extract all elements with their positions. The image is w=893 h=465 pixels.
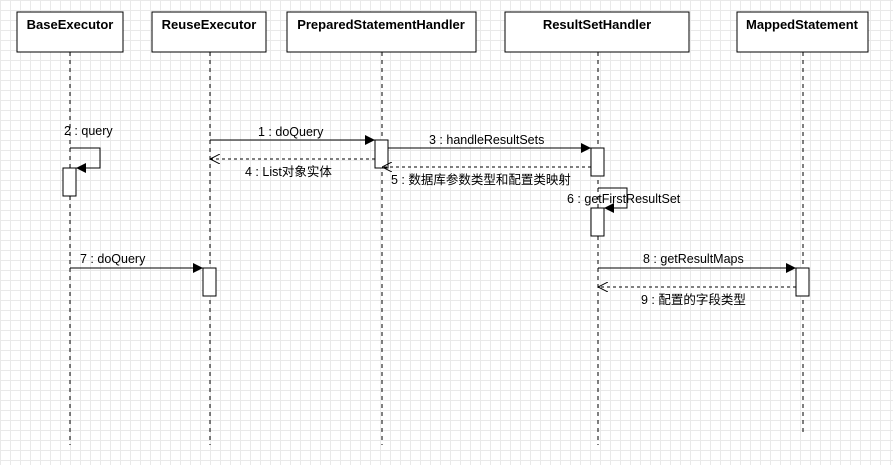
message-9[interactable]: 9 : 配置的字段类型 bbox=[598, 287, 796, 307]
lifeline-result-set-handler[interactable]: ResultSetHandler bbox=[504, 11, 690, 445]
lifeline-name: MappedStatement bbox=[746, 17, 859, 32]
message-label: 4 : List对象实体 bbox=[245, 164, 332, 179]
activation-base-executor[interactable] bbox=[62, 167, 77, 197]
lifeline-name: ReuseExecutor bbox=[162, 17, 257, 32]
lifeline-header-box[interactable] bbox=[151, 11, 267, 53]
message-arrow bbox=[70, 147, 101, 173]
lifeline-header-box[interactable] bbox=[736, 11, 869, 53]
message-label: 6 : getFirstResultSet bbox=[567, 192, 681, 206]
lifeline-mapped-statement[interactable]: MappedStatement bbox=[736, 11, 869, 435]
lifeline-reuse-executor[interactable]: ReuseExecutor bbox=[151, 11, 267, 445]
message-1[interactable]: 1 : doQuery bbox=[210, 125, 375, 145]
activation-mapped-statement[interactable] bbox=[795, 267, 810, 297]
message-label: 8 : getResultMaps bbox=[643, 252, 744, 266]
message-label: 7 : doQuery bbox=[80, 252, 146, 266]
message-5[interactable]: 5 : 数据库参数类型和配置类映射 bbox=[382, 167, 591, 187]
message-label: 5 : 数据库参数类型和配置类映射 bbox=[391, 172, 571, 187]
lifeline-prepared-statement-handler[interactable]: PreparedStatementHandler bbox=[286, 11, 477, 445]
message-6[interactable]: 6 : getFirstResultSet bbox=[567, 187, 681, 213]
message-4[interactable]: 4 : List对象实体 bbox=[210, 159, 375, 179]
lifeline-header-box[interactable] bbox=[504, 11, 690, 53]
lifeline-base-executor[interactable]: BaseExecutor bbox=[16, 11, 124, 445]
lifeline-header-box[interactable] bbox=[286, 11, 477, 53]
activation-result-set-handler-1[interactable] bbox=[590, 147, 605, 177]
message-label: 2 : query bbox=[64, 124, 113, 138]
lifeline-name: ResultSetHandler bbox=[543, 17, 651, 32]
activation-prepared-statement-handler[interactable] bbox=[374, 139, 389, 169]
message-arrow bbox=[598, 187, 628, 213]
lifeline-header-box[interactable] bbox=[16, 11, 124, 53]
lifeline-name: BaseExecutor bbox=[27, 17, 114, 32]
message-label: 9 : 配置的字段类型 bbox=[641, 292, 746, 307]
message-3[interactable]: 3 : handleResultSets bbox=[388, 133, 591, 153]
message-8[interactable]: 8 : getResultMaps bbox=[598, 252, 796, 273]
message-2[interactable]: 2 : query bbox=[64, 124, 113, 173]
activation-result-set-handler-2[interactable] bbox=[590, 207, 605, 237]
activation-reuse-executor[interactable] bbox=[202, 267, 217, 297]
message-7[interactable]: 7 : doQuery bbox=[70, 252, 203, 273]
message-label: 1 : doQuery bbox=[258, 125, 324, 139]
lifeline-name: PreparedStatementHandler bbox=[297, 17, 465, 32]
message-label: 3 : handleResultSets bbox=[429, 133, 544, 147]
